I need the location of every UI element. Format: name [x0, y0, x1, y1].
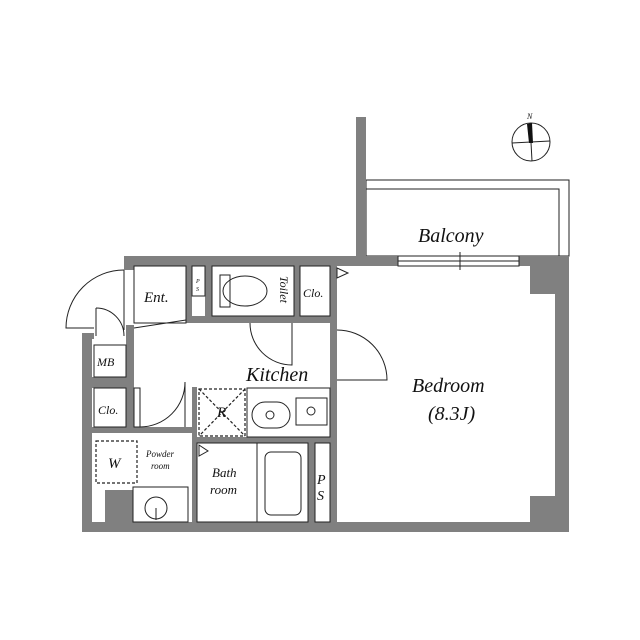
bath-room [196, 442, 309, 523]
washbasin [132, 486, 189, 523]
entrance-door[interactable] [65, 269, 125, 337]
toilet-room [211, 265, 295, 366]
bath-room-label-1: Bath [212, 465, 237, 480]
walls [82, 117, 569, 532]
pipe-space-small-p: P [195, 279, 200, 285]
pipe-space-small-s: S [196, 287, 199, 293]
washer-space [95, 440, 138, 484]
entrance-label: Ent. [143, 290, 169, 306]
closet-left-label: Clo. [98, 403, 118, 417]
kitchen-counter [246, 387, 331, 438]
bedroom-door[interactable] [336, 329, 388, 381]
entrance-area [133, 265, 187, 324]
north-label: N [526, 112, 533, 121]
bath-room-label-2: room [210, 482, 237, 497]
meter-box-label: MB [96, 355, 115, 369]
pipe-space-s: S [317, 489, 324, 504]
washer-label: W [108, 456, 122, 472]
closet-top-label: Clo. [303, 286, 323, 300]
powder-room-label-2: room [151, 461, 170, 471]
meter-box [93, 344, 127, 378]
kitchen-label: Kitchen [245, 364, 308, 386]
balcony-label: Balcony [418, 225, 484, 247]
pipe-space-small [191, 265, 206, 297]
powder-room-label-1: Powder [145, 449, 174, 459]
bedroom-size: (8.3J) [428, 403, 476, 425]
refrigerator-space [198, 388, 246, 437]
bedroom-label: Bedroom [412, 375, 485, 397]
closet-top [299, 265, 331, 317]
pipe-space-p: P [316, 473, 326, 488]
balcony-window[interactable] [397, 252, 520, 270]
compass-icon: N [511, 112, 551, 162]
toilet-label: Toilet [277, 276, 291, 304]
closet-left [93, 387, 127, 428]
closet-door[interactable] [133, 381, 186, 428]
refrigerator-label: R [216, 405, 226, 421]
pipe-space [314, 442, 331, 523]
